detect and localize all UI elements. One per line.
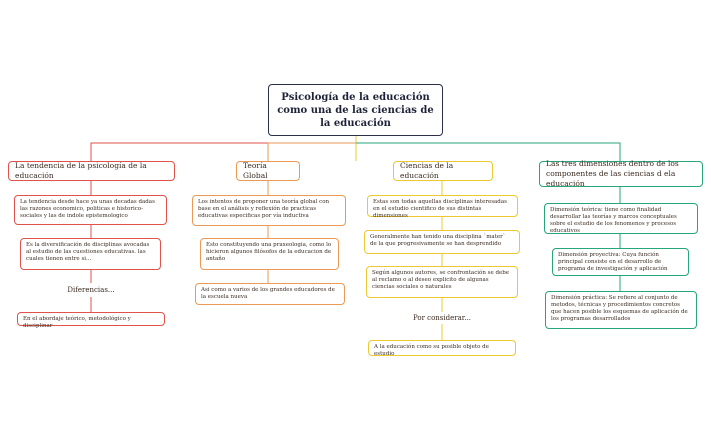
tendencia-item-4[interactable]: En el abordaje teórico, metodológico y d… [17,312,165,329]
ciencias-item-3[interactable]: Según algunos autores, se confrontación … [366,266,518,298]
branch-teoria-global-title[interactable]: Teoría Global [236,161,300,181]
branch-ciencias-title[interactable]: Ciencias de la educación [393,161,493,181]
tendencia-item-diferencias: Diferencias... [67,286,115,294]
dimension-proyectiva[interactable]: Dimensión proyectiva: Cuya función princ… [552,248,689,276]
branch-dimensiones-title[interactable]: Las tres dimensiones dentro de los compo… [539,159,703,188]
central-topic[interactable]: Psicología de la educación como una de l… [268,84,443,136]
connector-center-orange [267,142,356,161]
ciencias-item-2[interactable]: Generalmente han tenido una disciplina `… [364,230,520,254]
dimension-teorica[interactable]: Dimensión teórica: tiene como finalidad … [544,203,698,234]
teoria-item-2[interactable]: Esto constituyendo una praxeologia, como… [200,238,339,270]
teoria-item-1[interactable]: Los intentos de proponer una teoría glob… [192,195,346,226]
connector-center-red [90,136,357,161]
branch-tendencia-title[interactable]: La tendencia de la psicología de la educ… [8,161,175,181]
ciencias-item-1[interactable]: Estas son todas aquellas disciplinas int… [367,195,518,219]
ciencias-item-por-considerar: Por considerar... [412,314,472,322]
connector-center-green [356,142,621,161]
tendencia-item-1[interactable]: La tendencia desde hace ya unas decadas … [14,195,167,225]
dimension-practica[interactable]: Dimensión práctica: Se refiere al conjun… [545,291,697,329]
tendencia-item-2[interactable]: Es la diversificación de disciplinas avo… [20,238,161,270]
teoria-item-3[interactable]: Asi como a varios de los grandes educado… [195,283,345,305]
ciencias-item-5[interactable]: A la educación como su posible objeto de… [368,340,516,357]
